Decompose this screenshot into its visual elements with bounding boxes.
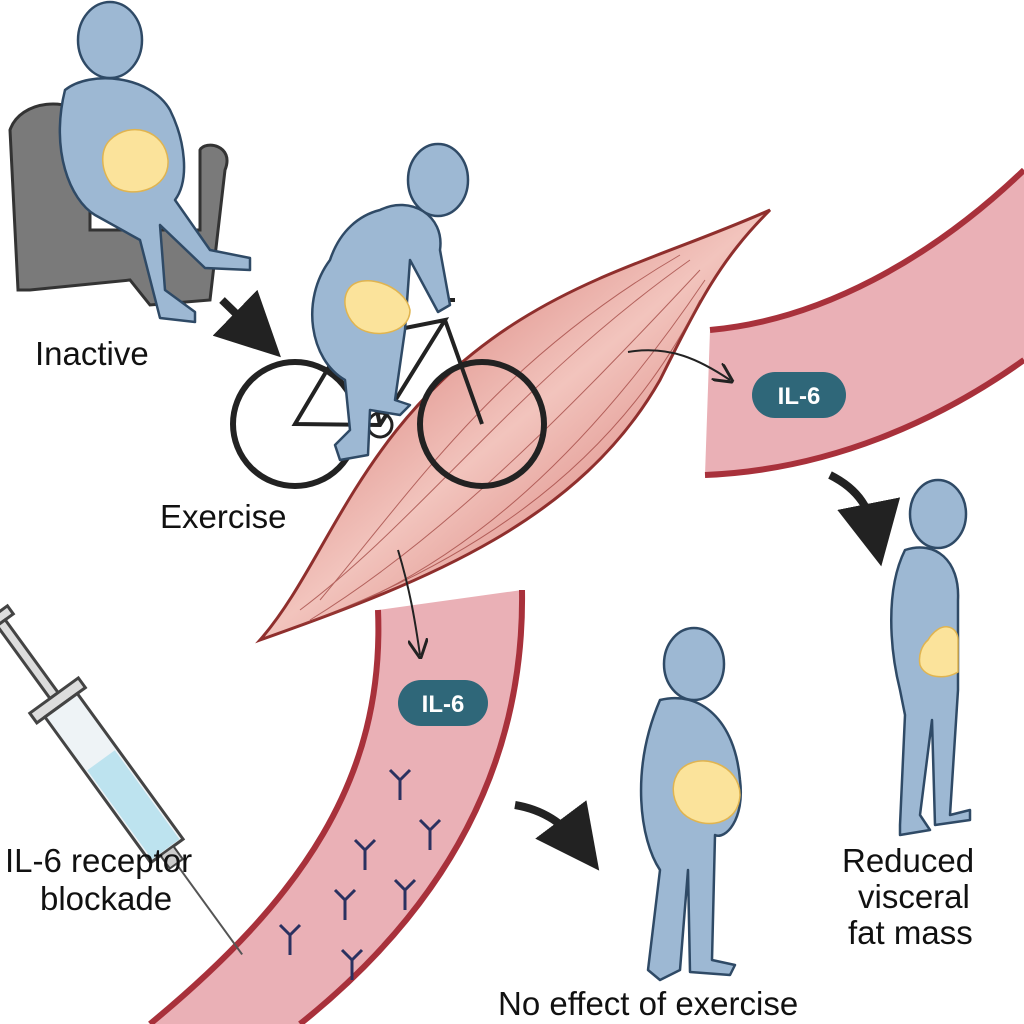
arrow-inactive-to-exercise <box>212 289 281 358</box>
person-no-effect <box>639 626 743 982</box>
syringe-icon <box>0 603 243 956</box>
label-blockade-line2: blockade <box>40 880 172 917</box>
il6-badge-bottom: IL-6 <box>398 680 488 726</box>
label-inactive: Inactive <box>35 335 149 372</box>
svg-text:IL-6: IL-6 <box>778 383 821 410</box>
blood-vessel-top <box>704 167 1024 478</box>
arrow-muscle-to-vessel-top <box>627 349 730 380</box>
il6-badge-top: IL-6 <box>752 372 846 418</box>
svg-text:IL-6: IL-6 <box>422 691 465 718</box>
blood-vessel-bottom <box>148 589 526 1024</box>
label-exercise: Exercise <box>160 498 287 535</box>
exercising-person <box>311 142 470 462</box>
arrow-muscle-to-vessel-bottom <box>397 549 420 655</box>
person-reduced-fat <box>890 478 972 837</box>
label-reduced-line3: fat mass <box>848 914 973 951</box>
label-no-effect: No effect of exercise <box>498 985 798 1022</box>
label-reduced-line1: Reduced <box>842 842 974 879</box>
arrow-to-no-effect <box>514 800 600 871</box>
label-blockade-line1: IL-6 receptor <box>5 842 192 879</box>
label-reduced-line2: visceral <box>858 878 970 915</box>
arrow-to-reduced-fat <box>828 471 901 567</box>
inactive-person <box>58 0 252 324</box>
muscle <box>255 208 772 644</box>
antibody-icons <box>278 768 442 980</box>
